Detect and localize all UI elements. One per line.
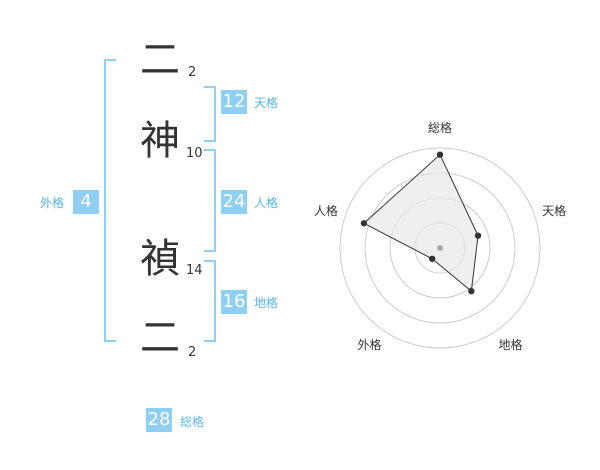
radar-center-dot — [437, 245, 443, 251]
radar-axis-label-1: 総格 — [428, 120, 452, 135]
radar-axis-label-2: 天格 — [542, 203, 566, 218]
gaikaku-label: 外格 — [40, 196, 65, 210]
jinkaku-label: 人格 — [254, 196, 279, 210]
chikaku-bracket — [204, 260, 216, 342]
name-char-3: 禎 — [140, 236, 180, 282]
stroke-count-4: 2 — [188, 345, 197, 360]
radar-point-3 — [468, 287, 475, 295]
radar-axis-label-4: 外格 — [357, 337, 381, 352]
tenkaku-bracket — [204, 86, 216, 142]
jinkaku-bracket — [204, 149, 216, 252]
radar-ring-4 — [339, 147, 541, 349]
soukaku-value: 28 — [146, 408, 172, 432]
radar-point-1 — [436, 151, 444, 158]
radar-polygon — [363, 153, 479, 293]
name-char-2: 神 — [140, 118, 180, 164]
tenkaku-value: 12 — [221, 90, 247, 114]
radar-point-4 — [428, 255, 436, 262]
radar-axis-label-5: 人格 — [314, 203, 338, 218]
jinkaku-value: 24 — [221, 190, 247, 214]
radar-point-2 — [474, 232, 482, 239]
stroke-count-1: 2 — [188, 65, 197, 80]
name-char-1: 二 — [140, 37, 180, 83]
radar-axis-label-3: 地格 — [499, 337, 523, 352]
radar-points — [360, 151, 482, 295]
stroke-count-2: 10 — [186, 146, 203, 161]
stroke-count-3: 14 — [186, 263, 203, 278]
chikaku-value: 16 — [221, 290, 247, 314]
name-char-4: 二 — [140, 315, 180, 361]
gaikaku-value: 4 — [73, 190, 99, 214]
tenkaku-label: 天格 — [254, 96, 279, 110]
chikaku-label: 地格 — [254, 296, 279, 310]
radar-point-5 — [360, 220, 368, 227]
soukaku-label: 総格 — [180, 415, 205, 429]
gaikaku-bracket — [104, 59, 116, 342]
